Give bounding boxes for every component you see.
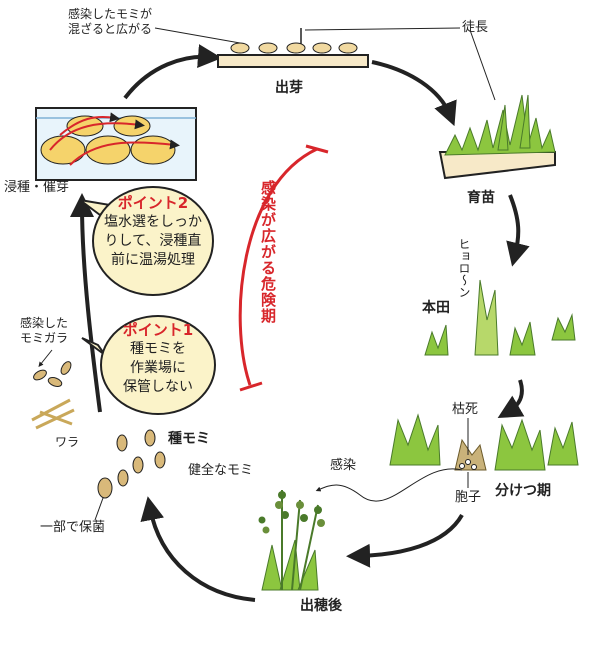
label-healthy-seed: 健全なモミ <box>188 463 254 478</box>
label-spore: 胞子 <box>455 490 482 505</box>
label-withered: 枯死 <box>452 402 479 417</box>
danger-period-label: 感染が広がる危険期 <box>259 180 277 324</box>
point1-text: 種モミを 作業場に 保管しない <box>123 341 193 395</box>
arrow-field-to-tiller <box>497 379 525 419</box>
label-infected-husk: 感染した モミガラ <box>20 316 69 345</box>
danger-bracket-cap-bottom <box>239 381 263 392</box>
heading-plant <box>258 490 325 591</box>
soaking-tank <box>35 107 197 181</box>
seed-grains <box>94 429 166 521</box>
arrow-tiller-to-heading <box>346 513 464 568</box>
point2-text: 塩水選をしっか りして、浸種直 前に温湯処理 <box>104 214 202 268</box>
label-tillering: 分けつ期 <box>495 483 551 499</box>
arrow-soak-to-sprout <box>123 44 222 100</box>
label-infection: 感染 <box>330 458 357 473</box>
label-straw: ワラ <box>55 435 80 449</box>
arrow-seed-to-soak <box>70 193 102 413</box>
arrow-seedling-to-field <box>506 194 530 267</box>
seedling-tray <box>438 29 556 180</box>
point1-title: ポイント1 <box>122 321 194 339</box>
label-main-field: 本田 <box>422 300 450 316</box>
label-seedling: 育苗 <box>467 190 495 206</box>
arrow-sprout-to-seedling <box>371 60 457 127</box>
arrow-heading-to-seed <box>140 496 256 602</box>
label-heading: 出穂後 <box>300 598 342 614</box>
label-sprouting: 出芽 <box>275 80 303 96</box>
main-field-plants <box>424 279 576 356</box>
infected-husks <box>33 349 72 387</box>
label-elongation: 徒長 <box>462 20 489 35</box>
label-soaking: 浸種・催芽 <box>4 180 70 195</box>
label-seed: 種モミ <box>168 431 210 447</box>
point2-bubble: ポイント2 塩水選をしっか りして、浸種直 前に温湯処理 <box>92 186 214 296</box>
tillering-plants <box>315 413 579 502</box>
label-sound: ヒョロ〜ン <box>457 238 471 298</box>
label-partial: 一部で保菌 <box>40 520 106 535</box>
infected-seed-note: 感染したモミが 混ざると広がる <box>68 7 153 36</box>
danger-bracket-cap-top <box>305 144 329 154</box>
sprouting-tray <box>154 27 461 68</box>
straw-bundle <box>31 398 75 430</box>
point2-title: ポイント2 <box>117 194 189 212</box>
point1-bubble: ポイント1 種モミを 作業場に 保管しない <box>100 315 216 415</box>
danger-bracket <box>238 147 318 386</box>
